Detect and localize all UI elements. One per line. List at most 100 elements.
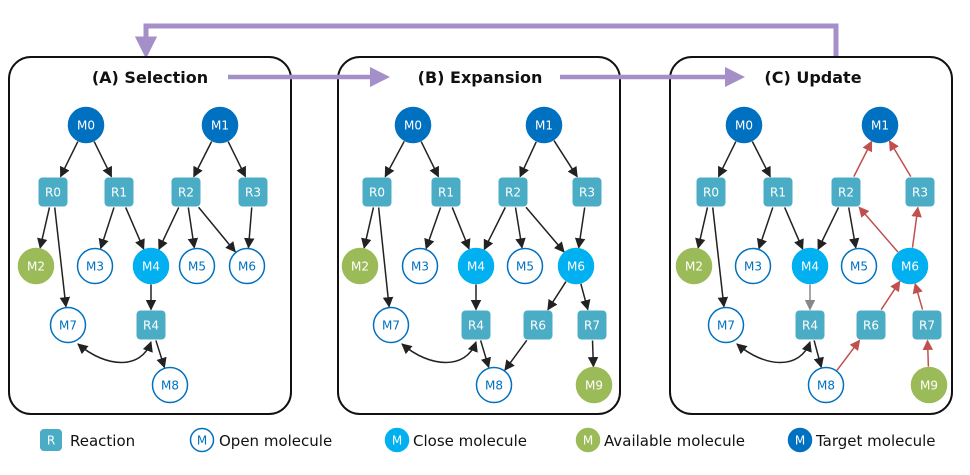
panel-b-node-m9: M9 xyxy=(575,366,613,404)
panel-b-edge-m0-r0 xyxy=(384,140,405,178)
panel-a-edge-r2-m4 xyxy=(158,207,180,251)
panel-c-node-m5: M5 xyxy=(840,247,878,285)
open-molecule-circle xyxy=(178,247,216,285)
panel-c-edge-m6-r2 xyxy=(858,206,899,253)
close-molecule-circle xyxy=(457,247,495,285)
node-label: R6 xyxy=(530,319,546,333)
panel-c-edge-r1-m4 xyxy=(783,207,804,250)
panel-a-node-m0: M0 xyxy=(67,106,105,144)
legend: R Reaction M Open molecule M Close molec… xyxy=(40,427,936,453)
available-molecule-circle xyxy=(17,247,55,285)
panel-c-node-r7: R7 xyxy=(912,310,942,340)
panel-b-node-r0: R0 xyxy=(362,177,392,207)
panel-b-node-r7: R7 xyxy=(577,310,607,340)
reaction-box xyxy=(795,310,825,340)
panel-b-node-r2: R2 xyxy=(498,177,528,207)
node-label: M3 xyxy=(411,260,429,274)
target-molecule-circle xyxy=(394,106,432,144)
target-molecule-circle xyxy=(725,106,763,144)
node-label: R0 xyxy=(45,186,61,200)
panel-b-node-r6: R6 xyxy=(523,310,553,340)
panel-a-edge-m0-r0 xyxy=(59,141,79,178)
open-molecule-circle xyxy=(807,366,845,404)
node-label: M0 xyxy=(735,119,753,133)
open-molecule-circle xyxy=(372,306,410,344)
panel-a-edge-r1-m3 xyxy=(98,207,115,250)
panel-c-node-r4: R4 xyxy=(795,310,825,340)
panel-c-node-r2: R2 xyxy=(831,177,861,207)
reaction-box xyxy=(362,177,392,207)
panel-b-node-r1: R1 xyxy=(431,177,461,207)
legend-reaction-symbol: R xyxy=(47,434,55,448)
panel-a-edge-m0-r1 xyxy=(93,141,113,178)
panel-b-edge-r2-m4 xyxy=(483,207,506,251)
node-label: R2 xyxy=(178,186,194,200)
panel-b-edge-r0-m2 xyxy=(361,207,375,249)
node-label: R0 xyxy=(703,186,719,200)
panel-b-edge-r7-m9 xyxy=(587,340,599,368)
panel-a-edge-m1-r2 xyxy=(193,141,213,178)
panel-c-edge-r0-m2 xyxy=(695,207,709,249)
node-label: M6 xyxy=(238,260,256,274)
panel-a-frame xyxy=(8,56,292,415)
node-label: R1 xyxy=(111,186,127,200)
panel-c-node-m7: M7 xyxy=(707,306,745,344)
panel-b-edge-r0-m7 xyxy=(377,207,394,308)
node-label: M6 xyxy=(567,260,585,274)
panel-c-edge-m9-r7 xyxy=(922,339,934,367)
panel-a-edge-r3-m6 xyxy=(244,207,255,249)
panel-c-edge-r0-m7 xyxy=(712,207,729,308)
available-molecule-circle xyxy=(341,247,379,285)
open-molecule-circle xyxy=(76,247,114,285)
legend-close-label: Close molecule xyxy=(413,432,527,450)
node-label: R2 xyxy=(505,186,521,200)
panel-c-edge-r3-m1 xyxy=(888,139,912,178)
reaction-box xyxy=(696,177,726,207)
legend-reaction-label: Reaction xyxy=(70,432,135,450)
panel-c-node-r0: R0 xyxy=(696,177,726,207)
panel-b-node-m6: M6 xyxy=(557,247,595,285)
panel-b-edge-m1-r2 xyxy=(519,141,537,178)
open-molecule-circle xyxy=(49,306,87,344)
legend-open: M Open molecule xyxy=(189,427,332,453)
node-label: M8 xyxy=(817,379,835,393)
panel-c-edge-m6-r3 xyxy=(911,206,922,248)
node-label: M4 xyxy=(467,260,485,274)
node-label: M2 xyxy=(27,260,45,274)
panel-b-curved-arrow-r4-m7 xyxy=(401,341,478,364)
open-molecule-circle xyxy=(228,247,266,285)
panel-a-node-r1: R1 xyxy=(104,177,134,207)
panel-c-edge-r6-m6 xyxy=(880,280,901,311)
node-label: M5 xyxy=(516,260,534,274)
panel-a-edge-m1-r3 xyxy=(227,141,247,178)
reaction-box xyxy=(461,310,491,340)
legend-available-swatch xyxy=(575,427,601,453)
available-molecule-circle xyxy=(675,247,713,285)
node-label: M7 xyxy=(382,319,400,333)
legend-close: M Close molecule xyxy=(384,427,527,453)
panel-b-edge-r1-m4 xyxy=(451,207,471,250)
panel-b-edge-m0-r1 xyxy=(420,141,440,178)
reaction-box xyxy=(912,310,942,340)
panel-c-node-r6: R6 xyxy=(856,310,886,340)
reaction-box xyxy=(763,177,793,207)
open-molecule-circle xyxy=(506,247,544,285)
panel-a-edge-r1-m4 xyxy=(124,207,145,250)
node-label: M7 xyxy=(59,319,77,333)
panel-a-node-m1: M1 xyxy=(201,106,239,144)
reaction-box xyxy=(136,310,166,340)
node-label: R7 xyxy=(584,319,600,333)
panel-a-node-m7: M7 xyxy=(49,306,87,344)
panel-c-curved-arrow-r4-m7 xyxy=(736,341,812,364)
panel-c-node-m4: M4 xyxy=(791,247,829,285)
panel-b-edge-m1-r3 xyxy=(553,140,578,178)
panel-a-node-r4: R4 xyxy=(136,310,166,340)
node-label: M8 xyxy=(161,379,179,393)
available-molecule-circle xyxy=(575,366,613,404)
panel-a-node-m6: M6 xyxy=(228,247,266,285)
reaction-box xyxy=(431,177,461,207)
open-molecule-circle xyxy=(401,247,439,285)
panel-b-node-m7: M7 xyxy=(372,306,410,344)
